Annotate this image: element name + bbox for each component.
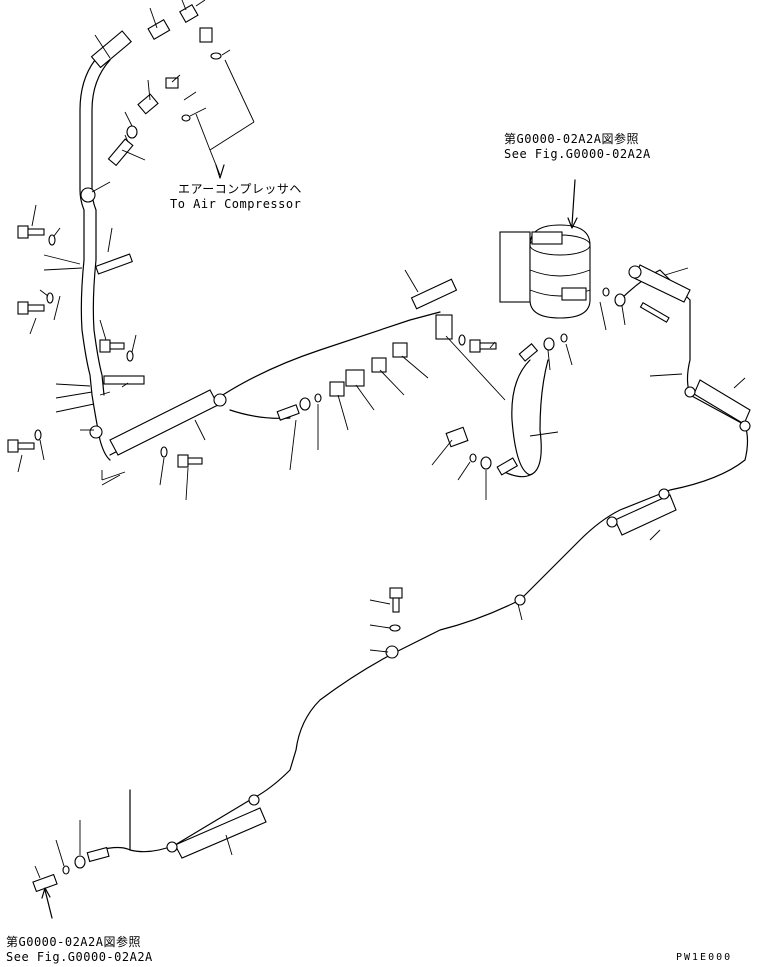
- hose-connector-icon: [518, 343, 539, 362]
- clamp-bars: [109, 264, 751, 859]
- hose-guard: [614, 494, 677, 536]
- washer-icon: [469, 453, 477, 463]
- hex-bolt-icon: [7, 439, 35, 453]
- hose-connector-icon: [86, 846, 110, 863]
- figure-reference-bottom-jp: 第G0000-02A2A図参照: [6, 935, 141, 949]
- hex-bolt-icon: [389, 587, 403, 613]
- washer-icon: [48, 234, 56, 246]
- clip-clamp-icon: [606, 516, 618, 528]
- washer-icon: [480, 456, 492, 470]
- clip-clamp-icon: [213, 393, 227, 407]
- hose-connector-icon: [199, 27, 213, 43]
- air-compressor-label-jp: エアーコンプレッサヘ: [178, 182, 302, 196]
- washer-icon: [389, 624, 401, 632]
- hose-connector-icon: [496, 457, 519, 476]
- hose-connector-icon: [165, 77, 179, 89]
- hose-connector-icon: [137, 93, 159, 115]
- washer-icon: [543, 337, 555, 351]
- washer-icon: [34, 429, 42, 441]
- hex-bolt-icon: [469, 339, 497, 353]
- washer-icon: [74, 855, 86, 869]
- hose-connector-icon: [32, 873, 58, 893]
- fittings: [32, 4, 670, 893]
- hose-connector-icon: [107, 138, 134, 167]
- hose-connector-icon: [179, 4, 199, 23]
- washer-icon: [458, 334, 466, 346]
- hose-connector-icon: [392, 342, 408, 358]
- tank-bracket: [499, 231, 531, 303]
- clip-clamp-icon: [658, 488, 670, 500]
- washer-icon: [160, 446, 168, 458]
- drawing-code: PW1E000: [676, 952, 733, 963]
- hose-connector-icon: [410, 278, 458, 310]
- mounting-bracket: [95, 253, 133, 275]
- washer-icon: [560, 333, 568, 343]
- clip-clamp-icon: [89, 425, 103, 439]
- figure-reference-top-jp: 第G0000-02A2A図参照: [504, 132, 639, 146]
- hose-connector-icon: [371, 357, 387, 373]
- washer-icon: [299, 397, 311, 411]
- tank-fitting: [561, 287, 587, 301]
- hose-guard: [109, 389, 219, 456]
- clip-clamp-icon: [628, 265, 642, 279]
- clip-clamp-icon: [248, 794, 260, 806]
- clip-clamp-icon: [166, 841, 178, 853]
- hose-connector-icon: [445, 426, 469, 448]
- washer-icon: [126, 125, 138, 139]
- leader-lines: [17, 0, 746, 879]
- hose-connector-icon: [147, 19, 171, 40]
- washer-icon: [314, 393, 322, 403]
- hose-connector-icon: [90, 30, 132, 69]
- air-compressor-label-en: To Air Compressor: [170, 197, 302, 211]
- washer-icon: [614, 293, 626, 307]
- air-tank-assembly: [499, 179, 591, 319]
- tee-fitting: [435, 314, 453, 340]
- clip-clamp-icon: [80, 187, 96, 203]
- hex-bolt-icon: [17, 225, 45, 239]
- hose-connector-icon: [329, 381, 345, 397]
- clips: [80, 187, 751, 853]
- cable-tie: [639, 302, 670, 323]
- washer-icon: [181, 114, 191, 122]
- hex-bolt-icon: [17, 301, 45, 315]
- washer-icon: [62, 865, 70, 875]
- reference-arrows: [41, 164, 225, 919]
- hose-guard: [633, 264, 691, 303]
- mounting-bracket: [103, 375, 145, 385]
- washer-icon: [46, 292, 54, 304]
- clip-clamp-icon: [739, 420, 751, 432]
- washer-icon: [126, 350, 134, 362]
- clip-clamp-icon: [514, 594, 526, 606]
- hose-connector-icon: [345, 369, 365, 387]
- clip-clamp-icon: [684, 386, 696, 398]
- figure-reference-bottom-en: See Fig.G0000-02A2A: [6, 950, 153, 964]
- bolts: [7, 225, 497, 613]
- washers: [34, 52, 626, 875]
- washer-icon: [602, 287, 610, 297]
- figure-reference-top-en: See Fig.G0000-02A2A: [504, 147, 651, 161]
- washer-icon: [210, 52, 222, 60]
- hex-bolt-icon: [99, 339, 125, 353]
- hose-connector-icon: [276, 404, 300, 421]
- tank-valve: [531, 231, 563, 245]
- hose-guard: [174, 807, 267, 859]
- hex-bolt-icon: [177, 454, 203, 468]
